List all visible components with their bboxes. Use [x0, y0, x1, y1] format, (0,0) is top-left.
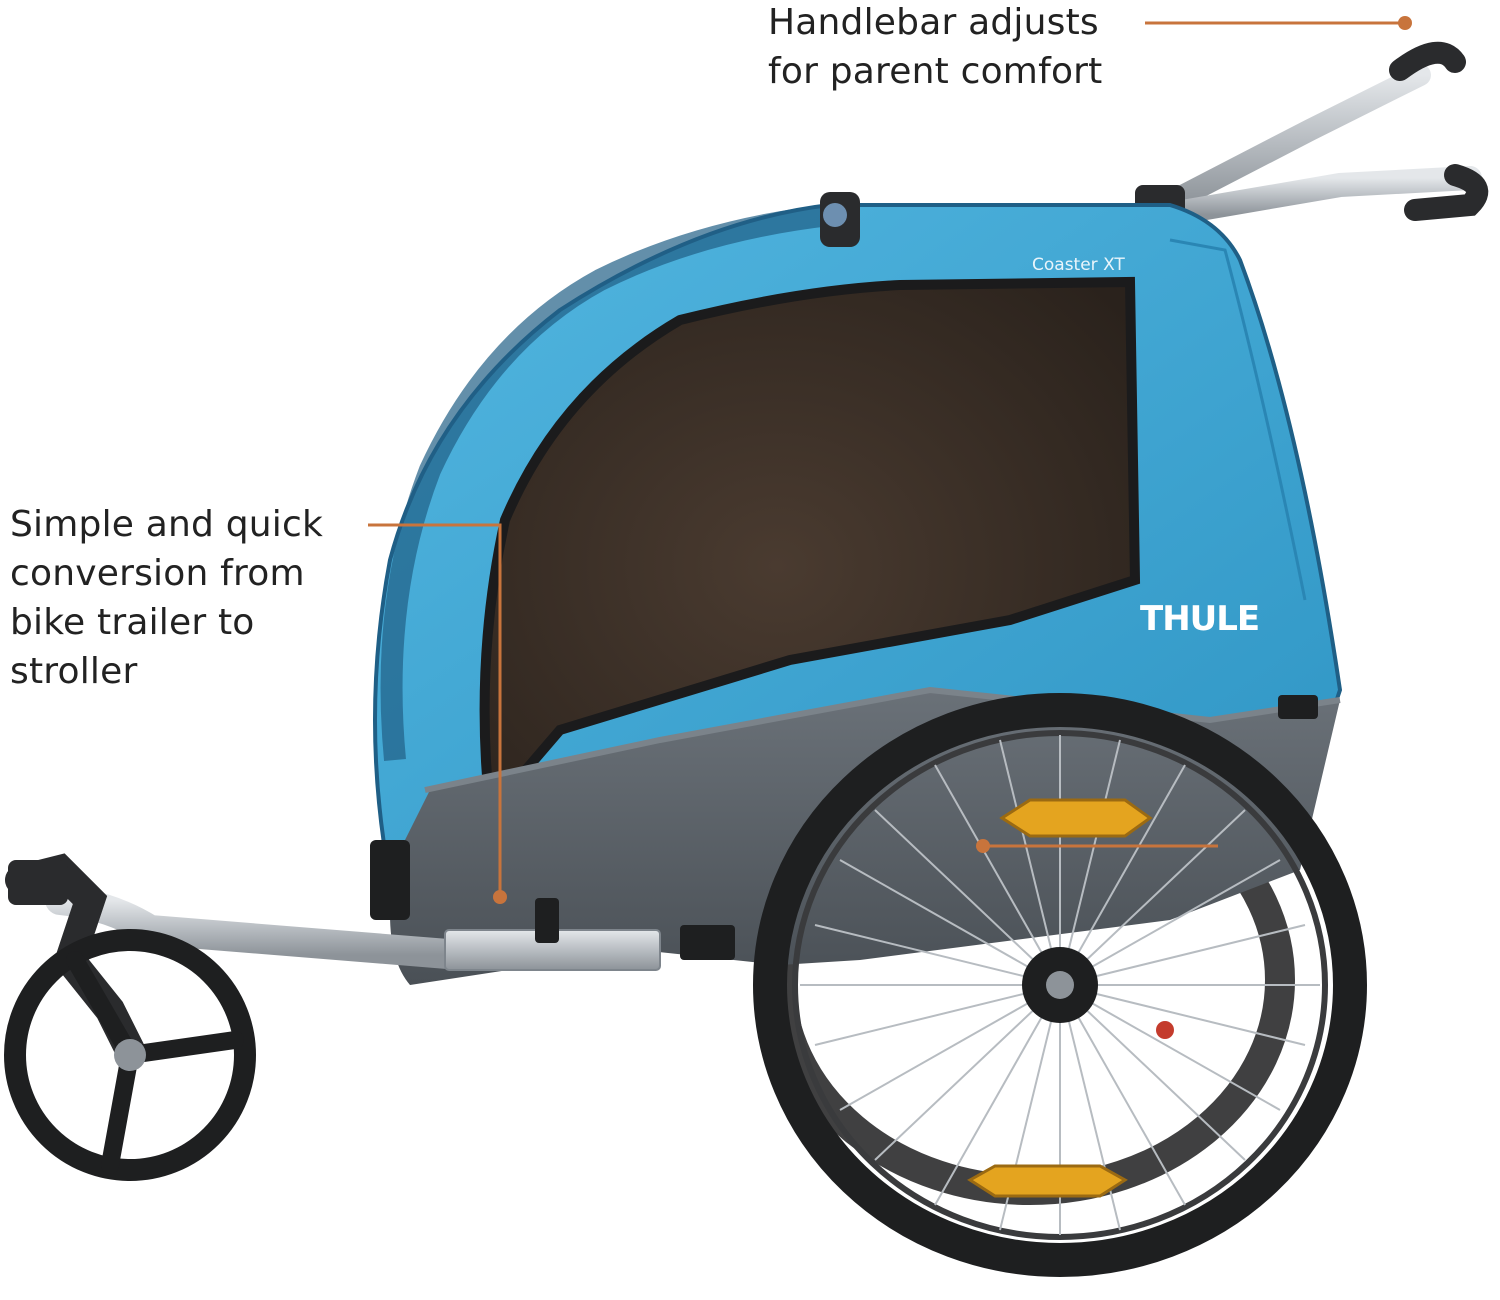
callout-lines [368, 16, 1412, 904]
reflectors [967, 798, 1153, 1198]
callout-line: for parent comfort [768, 51, 1103, 92]
callout-line: conversion from [10, 553, 305, 594]
callout-line: Simple and quick [10, 504, 324, 545]
callout-line: Handlebar adjusts [768, 2, 1099, 43]
stroller-wheel [4, 853, 256, 1181]
callout-handlebar: Handlebar adjusts for parent comfort [768, 0, 1103, 96]
callout-line: bike trailer to [10, 602, 255, 643]
brand-logo: THULE [1140, 599, 1259, 639]
model-name-label: Coaster XT [1032, 255, 1125, 275]
handlebar [1135, 41, 1489, 227]
callout-conversion: Simple and quick conversion from bike tr… [10, 500, 323, 696]
rear-wheel [753, 693, 1367, 1277]
callout-line: stroller [10, 651, 138, 692]
